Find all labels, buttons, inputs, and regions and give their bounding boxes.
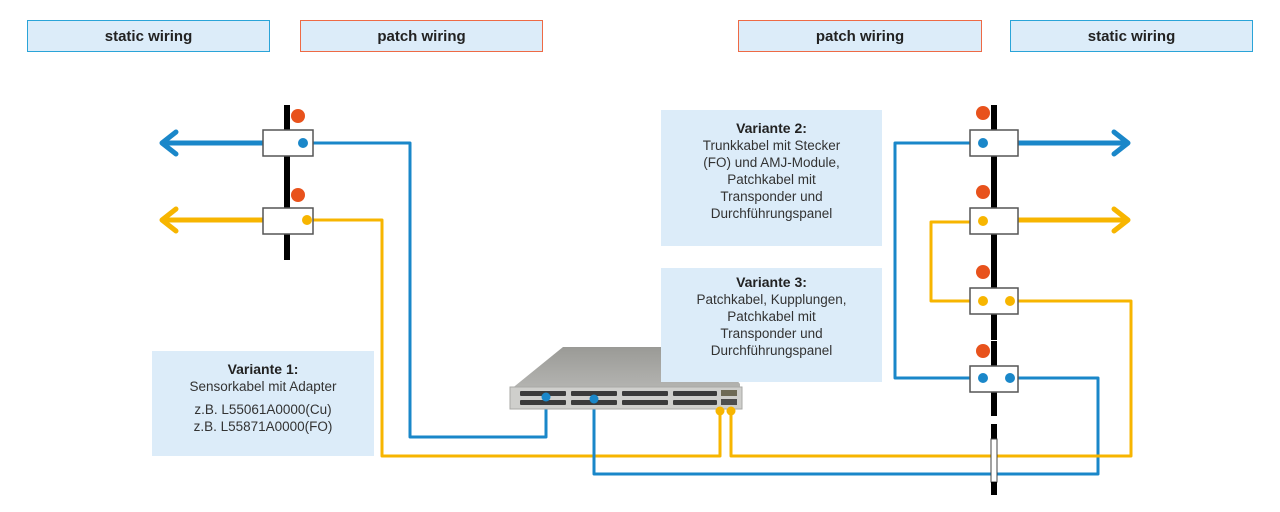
note-line: Durchführungspanel <box>710 206 833 221</box>
panel-right-2 <box>969 185 1019 235</box>
status-dot-icon <box>976 265 990 279</box>
note-title: Variante 2: <box>736 120 807 136</box>
note-example: z.B. L55061A0000(Cu) <box>194 402 332 417</box>
note-title: Variante 3: <box>736 274 807 290</box>
status-dot-icon <box>976 106 990 120</box>
note-variante-3: Variante 3: Patchkabel, Kupplungen, Patc… <box>661 268 882 382</box>
cable-yellow-right-loop <box>929 220 983 303</box>
header-label: static wiring <box>1087 27 1176 45</box>
note-variante-2: Variante 2: Trunkkabel mit Stecker (FO) … <box>661 110 882 246</box>
cable-blue-right-loop <box>893 141 983 380</box>
panel-left-bottom <box>262 188 314 235</box>
note-example: z.B. L55871A0000(FO) <box>193 419 333 434</box>
note-line: Transponder und <box>720 189 823 204</box>
panel-right-4 <box>969 344 1019 393</box>
header-label: patch wiring <box>377 27 466 45</box>
note-title: Variante 1: <box>227 361 299 377</box>
status-dot-icon <box>291 188 305 202</box>
status-dot-icon <box>976 344 990 358</box>
panel-right-3 <box>969 265 1019 315</box>
panel-right-1 <box>969 106 1019 157</box>
note-line: Patchkabel mit <box>727 309 816 324</box>
arrow-right-blue-icon <box>1014 129 1131 157</box>
arrow-left-blue-icon <box>159 129 267 157</box>
status-dot-icon <box>291 109 305 123</box>
cable-yellow-left-to-switch <box>307 218 722 458</box>
cable-yellow-switch-to-right <box>729 299 1133 458</box>
note-line: (FO) und AMJ-Module, <box>703 155 840 170</box>
note-line: Patchkabel, Kupplungen, <box>696 292 847 307</box>
header-static-wiring-left: static wiring <box>27 20 270 52</box>
note-line: Sensorkabel mit Adapter <box>189 379 337 394</box>
header-label: static wiring <box>104 27 193 45</box>
note-line: Transponder und <box>720 326 823 341</box>
left-rail <box>284 105 290 260</box>
panel-left-top <box>262 109 314 157</box>
status-dot-icon <box>976 185 990 199</box>
cable-blue-switch-to-right <box>592 376 1100 476</box>
note-line: Durchführungspanel <box>710 343 833 358</box>
note-line: Patchkabel mit <box>727 172 816 187</box>
cable-blue-left-to-switch <box>303 141 548 439</box>
note-line: Trunkkabel mit Stecker <box>702 138 841 153</box>
arrow-right-yellow-icon <box>1014 206 1131 234</box>
note-variante-1: Variante 1: Sensorkabel mit Adapter z.B.… <box>152 351 374 456</box>
header-patch-wiring-left: patch wiring <box>300 20 543 52</box>
arrow-left-yellow-icon <box>159 206 267 234</box>
header-static-wiring-right: static wiring <box>1010 20 1253 52</box>
header-label: patch wiring <box>815 27 905 45</box>
header-patch-wiring-right: patch wiring <box>738 20 982 52</box>
